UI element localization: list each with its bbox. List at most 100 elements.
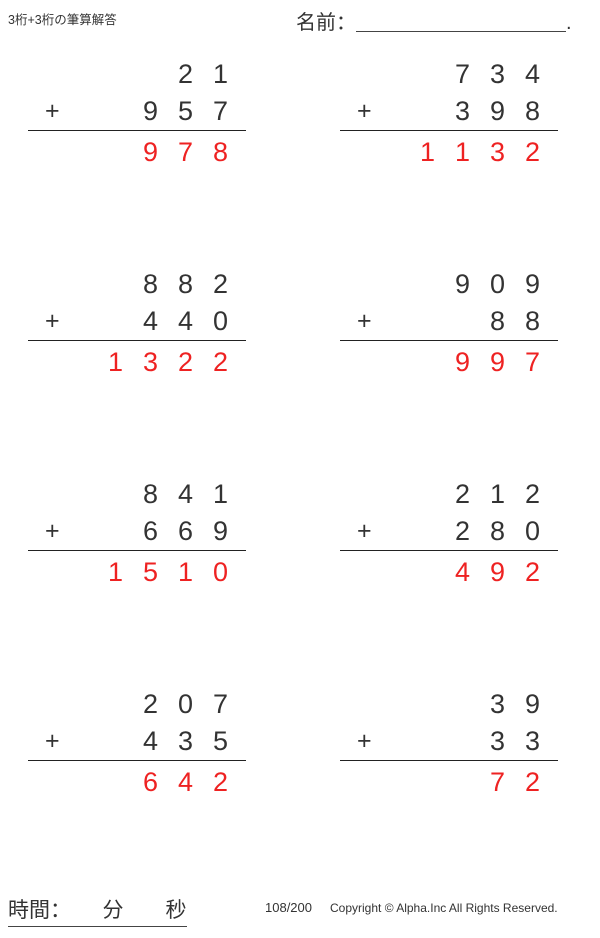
digit: 8 bbox=[142, 479, 159, 509]
name-input-line[interactable] bbox=[356, 31, 566, 32]
digit: 9 bbox=[142, 137, 159, 167]
name-trailing-dot: . bbox=[566, 12, 572, 34]
problem-2: 7 3 4 + 3 9 8 1 1 bbox=[332, 56, 562, 176]
plus-operator-icon: + bbox=[357, 97, 372, 125]
sum-rule-wrap bbox=[20, 760, 250, 764]
digit: 0 bbox=[212, 306, 229, 336]
digit: 2 bbox=[142, 689, 159, 719]
digit bbox=[410, 764, 445, 801]
digit bbox=[133, 56, 168, 93]
sum-rule-wrap bbox=[332, 760, 562, 764]
answer-row: 7 2 bbox=[332, 764, 562, 801]
digit: 4 bbox=[177, 306, 194, 336]
problem-row: 2 1 + 9 5 7 9 7 8 bbox=[0, 56, 600, 266]
problem-8: 3 9 + 3 3 7 bbox=[332, 686, 562, 806]
problem-6: 2 1 2 + 2 8 0 4 bbox=[332, 476, 562, 596]
digit bbox=[445, 723, 480, 760]
digit: 4 bbox=[454, 557, 471, 587]
sum-rule-wrap bbox=[20, 340, 250, 344]
addend2-row: + 3 9 8 bbox=[332, 93, 562, 130]
problem-row: 8 4 1 + 6 6 9 1 5 bbox=[0, 476, 600, 686]
digit: 1 bbox=[107, 347, 124, 377]
time-field[interactable]: 時間： 分 秒 bbox=[8, 894, 187, 927]
addend1-row: 2 1 2 bbox=[332, 476, 562, 513]
addend2-row: + 4 4 0 bbox=[20, 303, 250, 340]
sum-rule-wrap bbox=[20, 130, 250, 134]
digit bbox=[98, 764, 133, 801]
digit bbox=[410, 344, 445, 381]
addend1-row: 2 0 7 bbox=[20, 686, 250, 723]
digit bbox=[445, 764, 480, 801]
name-field-group: 名前： . bbox=[296, 4, 572, 36]
addend1-row: 2 1 bbox=[20, 56, 250, 93]
answer-row: 1 1 3 2 bbox=[332, 134, 562, 171]
digit: 4 bbox=[177, 767, 194, 797]
digit: 8 bbox=[524, 306, 541, 336]
problem-row: 2 0 7 + 4 3 5 6 bbox=[0, 686, 600, 896]
problem-3: 8 8 2 + 4 4 0 1 3 bbox=[20, 266, 250, 386]
digit bbox=[410, 303, 445, 340]
digit: 6 bbox=[177, 516, 194, 546]
sum-rule bbox=[28, 760, 246, 761]
addend1-row: 3 9 bbox=[332, 686, 562, 723]
problem-1: 2 1 + 9 5 7 9 7 8 bbox=[20, 56, 250, 176]
digit: 2 bbox=[524, 557, 541, 587]
digit bbox=[445, 303, 480, 340]
digit: 0 bbox=[212, 557, 229, 587]
addend2-row: + 2 8 0 bbox=[332, 513, 562, 550]
plus-operator-icon: + bbox=[45, 517, 60, 545]
answer-row: 9 7 8 bbox=[20, 134, 250, 171]
sum-rule bbox=[28, 340, 246, 341]
digit: 9 bbox=[142, 96, 159, 126]
addend2-row: + 9 5 7 bbox=[20, 93, 250, 130]
answer-row: 4 9 2 bbox=[332, 554, 562, 591]
digit: 9 bbox=[489, 557, 506, 587]
digit: 9 bbox=[489, 96, 506, 126]
digit: 8 bbox=[142, 269, 159, 299]
problem-row: 8 8 2 + 4 4 0 1 3 bbox=[0, 266, 600, 476]
digit bbox=[445, 686, 480, 723]
addend1-row: 9 0 9 bbox=[332, 266, 562, 303]
digit: 5 bbox=[142, 557, 159, 587]
digit: 9 bbox=[489, 347, 506, 377]
digit: 5 bbox=[212, 726, 229, 756]
digit: 1 bbox=[212, 479, 229, 509]
worksheet-footer: 時間： 分 秒 108/200 Copyright © Alpha.Inc Al… bbox=[0, 888, 600, 938]
digit bbox=[98, 476, 133, 513]
digit bbox=[98, 686, 133, 723]
digit: 3 bbox=[489, 137, 506, 167]
digit: 8 bbox=[212, 137, 229, 167]
addend2-row: + 4 3 5 bbox=[20, 723, 250, 760]
addend1-row: 8 4 1 bbox=[20, 476, 250, 513]
digit: 2 bbox=[454, 479, 471, 509]
digit: 9 bbox=[454, 269, 471, 299]
plus-operator-icon: + bbox=[45, 307, 60, 335]
digit: 2 bbox=[212, 269, 229, 299]
plus-operator-icon: + bbox=[357, 307, 372, 335]
digit: 1 bbox=[454, 137, 471, 167]
digit: 3 bbox=[177, 726, 194, 756]
plus-operator-icon: + bbox=[45, 97, 60, 125]
addend2-row: + 6 6 9 bbox=[20, 513, 250, 550]
digit: 7 bbox=[212, 689, 229, 719]
copyright-notice: Copyright © Alpha.Inc All Rights Reserve… bbox=[330, 901, 558, 915]
digit bbox=[410, 554, 445, 591]
digit: 3 bbox=[489, 689, 506, 719]
digit: 7 bbox=[524, 347, 541, 377]
digit: 7 bbox=[454, 59, 471, 89]
digit: 1 bbox=[212, 59, 229, 89]
digit: 2 bbox=[177, 59, 194, 89]
problem-7: 2 0 7 + 4 3 5 6 bbox=[20, 686, 250, 806]
digit: 7 bbox=[489, 767, 506, 797]
digit: 1 bbox=[419, 137, 436, 167]
digit: 1 bbox=[107, 557, 124, 587]
digit: 2 bbox=[212, 767, 229, 797]
digit bbox=[410, 476, 445, 513]
sum-rule-wrap bbox=[332, 130, 562, 134]
sum-rule bbox=[340, 130, 558, 131]
answer-row: 1 3 2 2 bbox=[20, 344, 250, 381]
sum-rule bbox=[340, 760, 558, 761]
digit bbox=[410, 723, 445, 760]
problem-grid: 2 1 + 9 5 7 9 7 8 bbox=[0, 56, 600, 896]
digit: 2 bbox=[212, 347, 229, 377]
